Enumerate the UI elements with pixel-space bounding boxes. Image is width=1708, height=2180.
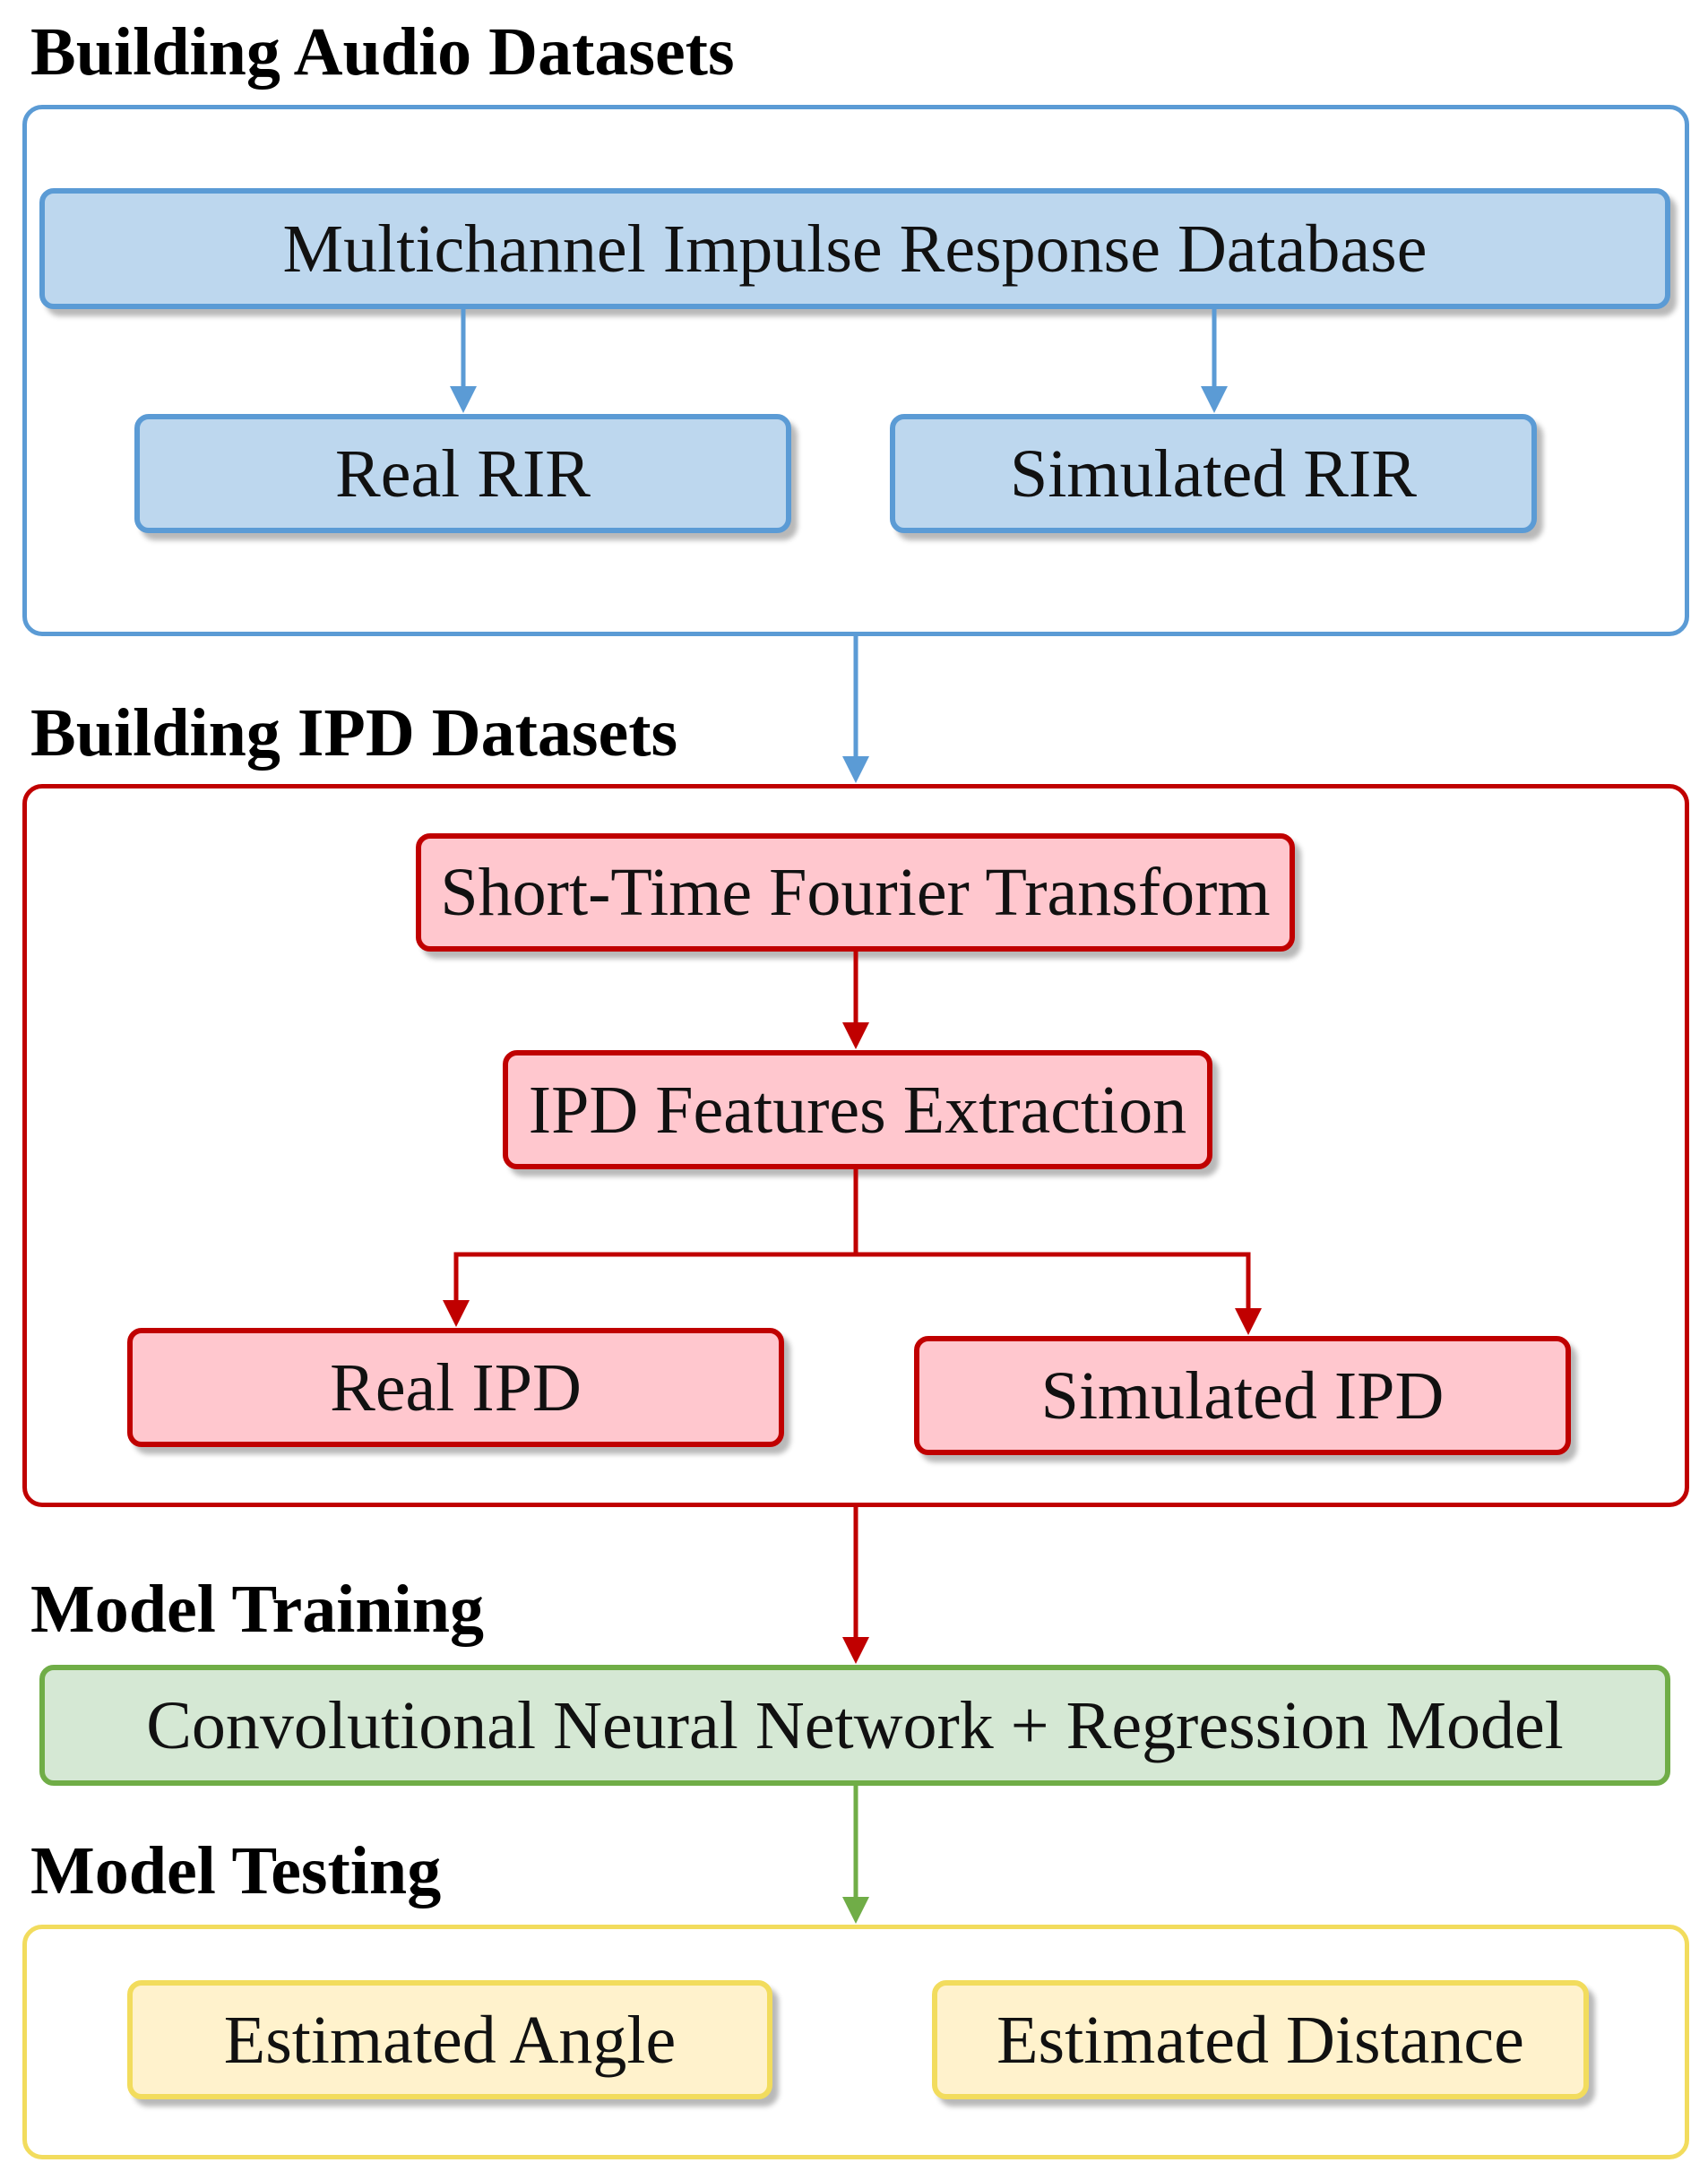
audio-section-frame (22, 105, 1689, 636)
ipd-features-extraction-box: IPD Features Extraction (503, 1050, 1212, 1169)
estimated-distance-box: Estimated Distance (932, 1980, 1589, 2099)
impulse-response-database-box: Multichannel Impulse Response Database (39, 188, 1670, 309)
simulated-ipd-box: Simulated IPD (914, 1336, 1571, 1455)
audio-section-title: Building Audio Datasets (30, 14, 735, 90)
estimated-angle-box: Estimated Angle (127, 1980, 772, 2099)
training-section-title: Model Training (30, 1572, 485, 1647)
stft-box: Short-Time Fourier Transform (416, 833, 1295, 952)
real-rir-box: Real RIR (134, 414, 791, 533)
simulated-rir-box: Simulated RIR (890, 414, 1537, 533)
real-ipd-box: Real IPD (127, 1328, 784, 1447)
ipd-section-title: Building IPD Datasets (30, 695, 678, 771)
testing-section-title: Model Testing (30, 1833, 442, 1909)
cnn-regression-model-box: Convolutional Neural Network + Regressio… (39, 1665, 1670, 1786)
